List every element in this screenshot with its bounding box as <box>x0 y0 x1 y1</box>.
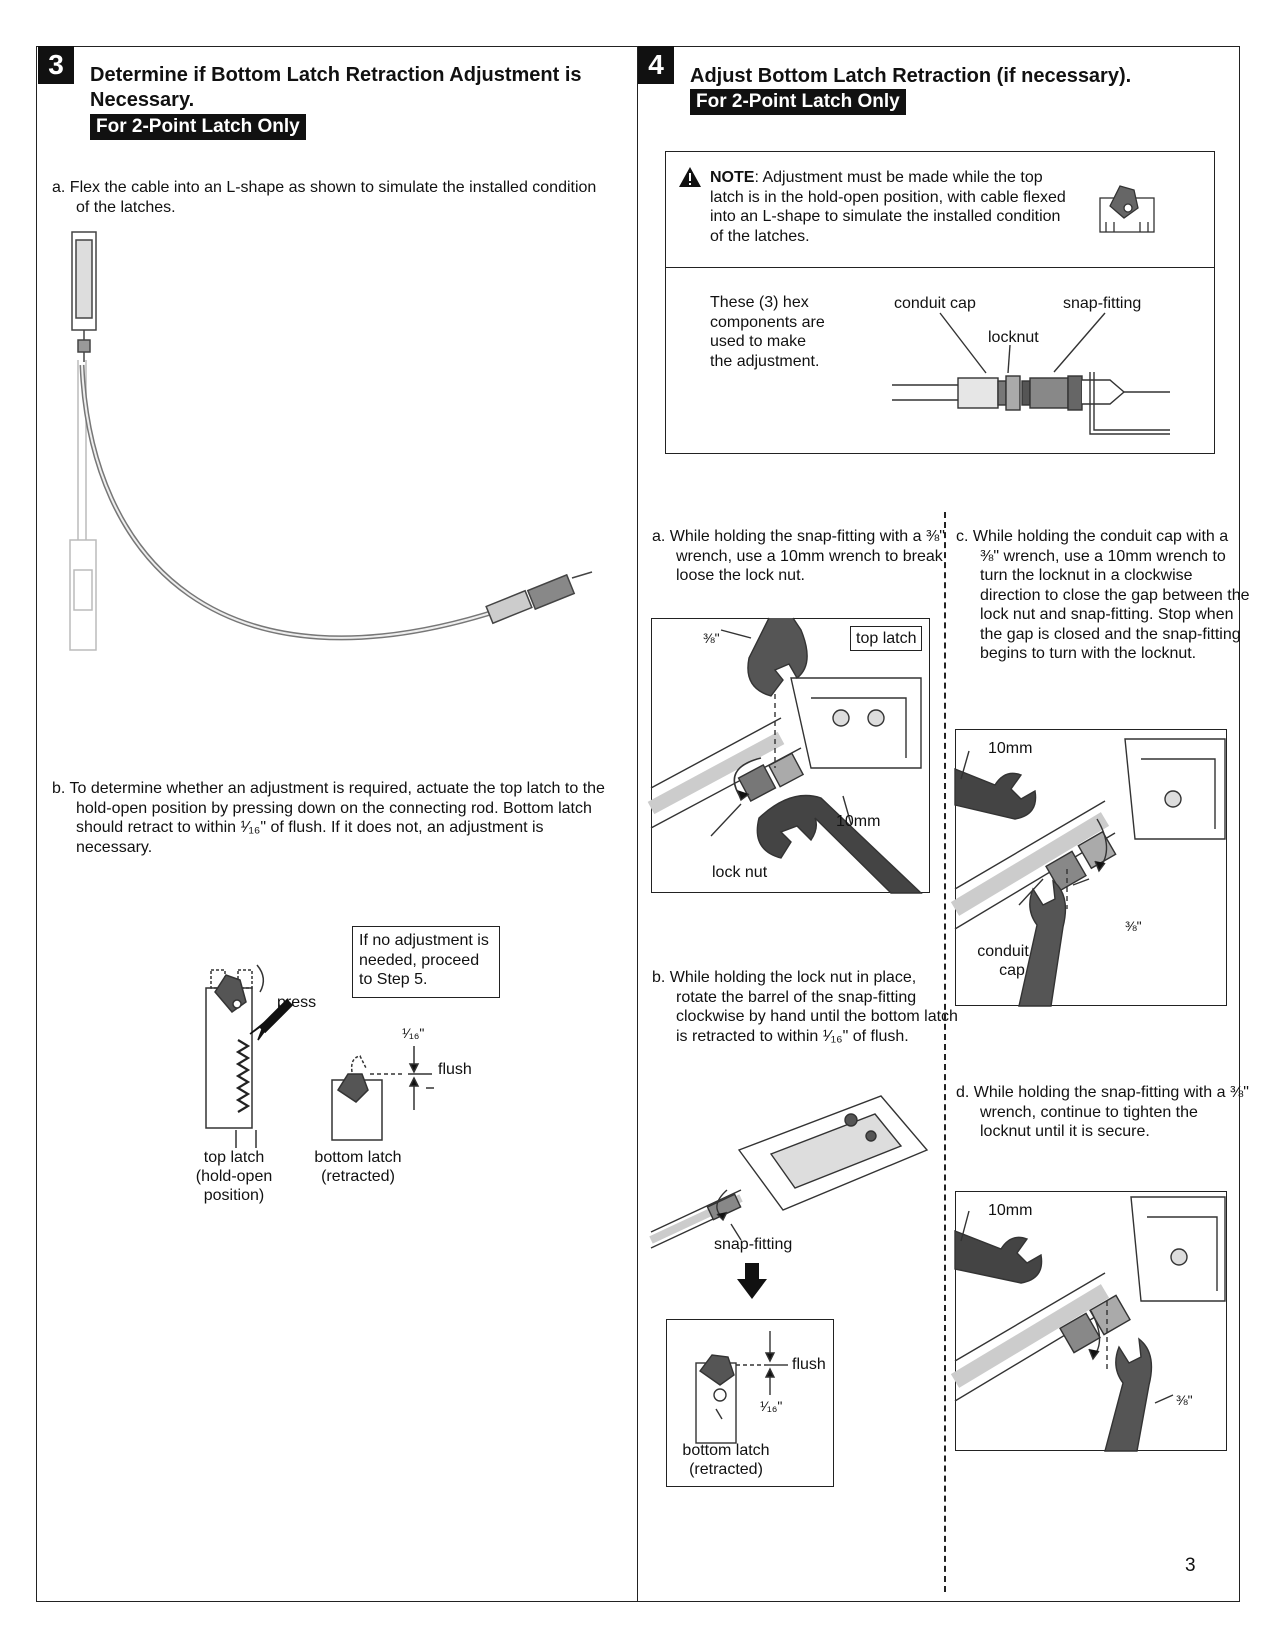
label-snap-fitting: snap-fitting <box>1063 295 1142 312</box>
label-top-latch-line1: top latch <box>203 1149 265 1166</box>
latch-thumbnail <box>1099 185 1155 233</box>
hex-components-text: These (3) hex components are used to mak… <box>710 294 825 370</box>
step-3-title-line2: Necessary. <box>90 89 195 111</box>
fig4d-ten-mm: 10mm <box>988 1202 1033 1219</box>
step-4-number: 4 <box>638 46 674 84</box>
label-bottom-latch-line2: (retracted) <box>321 1168 395 1185</box>
page-number: 3 <box>1185 1555 1196 1576</box>
step-3-banner: For 2-Point Latch Only <box>90 114 306 140</box>
fig4c-conduit: conduit <box>977 943 1029 960</box>
figure-4d-drawing <box>950 1196 1226 1452</box>
label-bottom-latch-line1: bottom latch <box>314 1149 402 1166</box>
step-4-title: Adjust Bottom Latch Retraction (if neces… <box>690 65 1132 87</box>
fig4c-three-eighths: ⅜" <box>1125 918 1142 934</box>
fig4b-snap-fitting: snap-fitting <box>714 1236 793 1253</box>
step-3-title: Determine if Bottom Latch Retraction Adj… <box>90 63 610 113</box>
step-3-title-line1: Determine if Bottom Latch Retraction Adj… <box>90 64 582 86</box>
dashed-divider <box>944 512 946 1592</box>
fig4b-bottom-latch-label: bottom latch (retracted) <box>674 1441 778 1479</box>
figure-4c-drawing <box>950 738 1226 1007</box>
label-top-latch-line3: position) <box>203 1187 265 1204</box>
figure-4a-drawing <box>647 617 923 894</box>
label-conduit-cap: conduit cap <box>894 295 976 312</box>
step-3-number: 3 <box>38 46 74 84</box>
step-3b-text: b. To determine whether an adjustment is… <box>52 780 605 856</box>
step-4b-text: b. While holding the lock nut in place, … <box>652 969 958 1045</box>
fig4d-three-eighths: ⅜" <box>1176 1392 1193 1408</box>
note-text: NOTE: Adjustment must be made while the … <box>710 168 1070 246</box>
figure-4b-inset <box>666 1319 834 1487</box>
step-4c-text: c. While holding the conduit cap with a … <box>956 528 1250 662</box>
fig4c-conduit-cap-label: conduit cap <box>968 942 1038 980</box>
no-adjustment-note: If no adjustment is needed, proceed to S… <box>352 926 500 998</box>
label-flush: flush <box>438 1061 472 1078</box>
label-sixteenth: ¹⁄₁₆" <box>402 1025 425 1041</box>
label-top-latch: top latch (hold-open position) <box>194 1148 274 1205</box>
figure-4d <box>955 1191 1227 1451</box>
fig4b-retracted: (retracted) <box>689 1461 763 1478</box>
note-label: NOTE <box>710 169 755 186</box>
step-3a-text: a. Flex the cable into an L-shape as sho… <box>52 179 597 216</box>
figure-4c <box>955 729 1227 1006</box>
fig4a-lock-nut: lock nut <box>712 864 768 881</box>
fig4a-three-eighths: ⅜" <box>703 630 720 646</box>
fig4b-flush: flush <box>792 1356 826 1373</box>
figure-4b-drawing <box>649 1095 929 1249</box>
step-4a-text: a. While holding the snap-fitting with a… <box>652 528 945 584</box>
label-bottom-latch: bottom latch (retracted) <box>306 1148 410 1186</box>
fig4c-ten-mm: 10mm <box>988 740 1033 757</box>
fig4b-bottom-latch: bottom latch <box>682 1442 770 1459</box>
label-locknut: locknut <box>988 329 1039 346</box>
fig4a-ten-mm: 10mm <box>836 813 881 830</box>
label-press: press <box>277 994 317 1011</box>
down-arrow-icon <box>737 1263 767 1299</box>
fig4b-sixteenth: ¹⁄₁₆" <box>760 1398 783 1414</box>
step-4-banner: For 2-Point Latch Only <box>690 89 906 115</box>
note-box <box>665 151 1215 454</box>
fig4c-cap: cap <box>999 962 1025 979</box>
note-body: : Adjustment must be made while the top … <box>710 169 1066 245</box>
fig4a-top-latch: top latch <box>850 626 923 651</box>
step-4d-text: d. While holding the snap-fitting with a… <box>956 1084 1249 1140</box>
label-top-latch-line2: (hold-open <box>195 1168 273 1185</box>
figure-4b-inset-drawing <box>695 1331 788 1444</box>
warning-icon <box>679 167 701 187</box>
column-divider <box>637 46 638 1602</box>
note-box-separator <box>665 267 1215 268</box>
